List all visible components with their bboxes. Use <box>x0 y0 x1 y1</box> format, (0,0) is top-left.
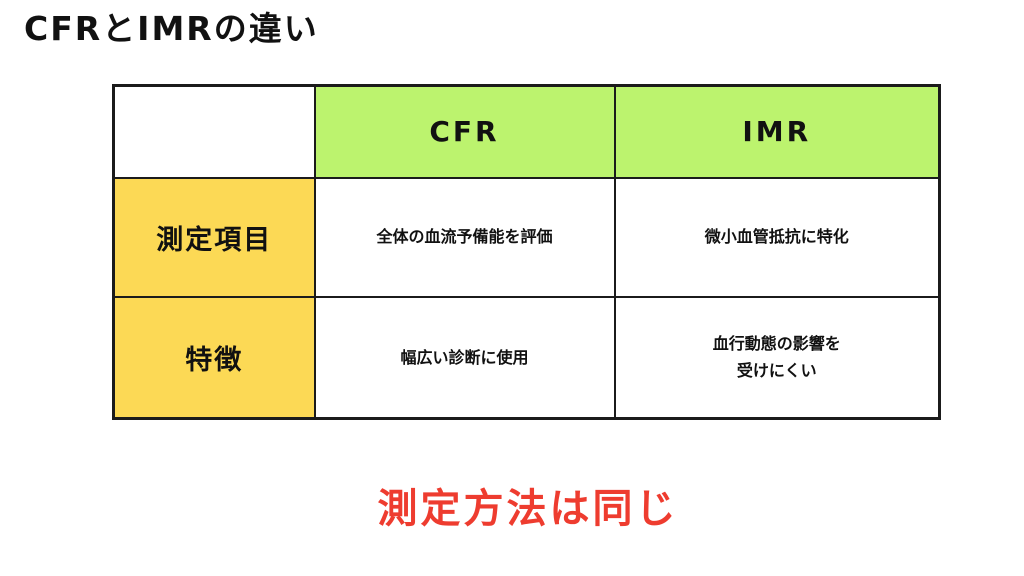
header-row: CFR IMR <box>112 84 941 179</box>
page-title: CFRとIMRの違い <box>24 9 319 48</box>
cell-imr-feature: 血行動態の影響を 受けにくい <box>613 295 941 420</box>
table-row: 測定項目 全体の血流予備能を評価 微小血管抵抗に特化 <box>112 176 941 298</box>
table-row: 特徴 幅広い診断に使用 血行動態の影響を 受けにくい <box>112 295 941 420</box>
row-header-feature: 特徴 <box>112 295 316 420</box>
cell-imr-measurement: 微小血管抵抗に特化 <box>613 176 941 298</box>
footnote-text: 測定方法は同じ <box>377 486 679 532</box>
comparison-table: CFR IMR 測定項目 全体の血流予備能を評価 微小血管抵抗に特化 特徴 幅広… <box>112 84 941 420</box>
column-header-cfr: CFR <box>313 84 616 179</box>
row-header-measurement-item: 測定項目 <box>112 176 316 298</box>
corner-cell <box>112 84 316 179</box>
cell-cfr-feature: 幅広い診断に使用 <box>313 295 616 420</box>
column-header-imr: IMR <box>613 84 941 179</box>
cell-cfr-measurement: 全体の血流予備能を評価 <box>313 176 616 298</box>
